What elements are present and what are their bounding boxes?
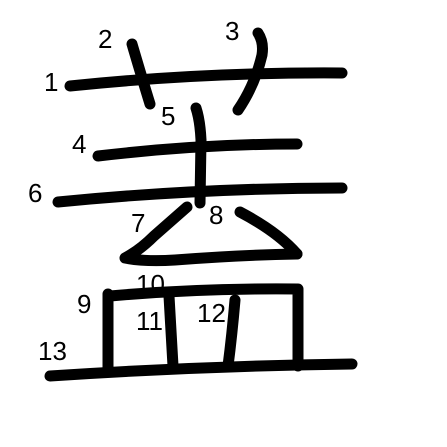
stroke-number-10: 10 xyxy=(136,269,165,299)
stroke-1 xyxy=(64,67,348,92)
stroke-7 xyxy=(119,201,303,267)
stroke-11 xyxy=(163,290,179,372)
stroke-number-11: 11 xyxy=(136,306,163,336)
stroke-12 xyxy=(222,294,241,372)
stroke-8 xyxy=(234,206,303,260)
stroke-number-13: 13 xyxy=(38,336,67,366)
stroke-number-4: 4 xyxy=(72,129,86,159)
stroke-number-3: 3 xyxy=(225,16,239,46)
stroke-5 xyxy=(190,102,207,209)
stroke-number-1: 1 xyxy=(44,67,58,97)
stroke-10 xyxy=(104,283,304,372)
stroke-number-8: 8 xyxy=(209,200,223,230)
stroke-2 xyxy=(126,38,156,110)
stroke-number-7: 7 xyxy=(131,208,145,238)
stroke-13 xyxy=(44,358,358,382)
stroke-number-6: 6 xyxy=(28,178,42,208)
stroke-3 xyxy=(232,27,268,116)
stroke-number-9: 9 xyxy=(77,289,91,319)
stroke-number-5: 5 xyxy=(161,101,175,131)
stroke-number-12: 12 xyxy=(197,298,226,328)
stroke-number-2: 2 xyxy=(98,24,112,54)
stroke-6 xyxy=(52,182,348,208)
